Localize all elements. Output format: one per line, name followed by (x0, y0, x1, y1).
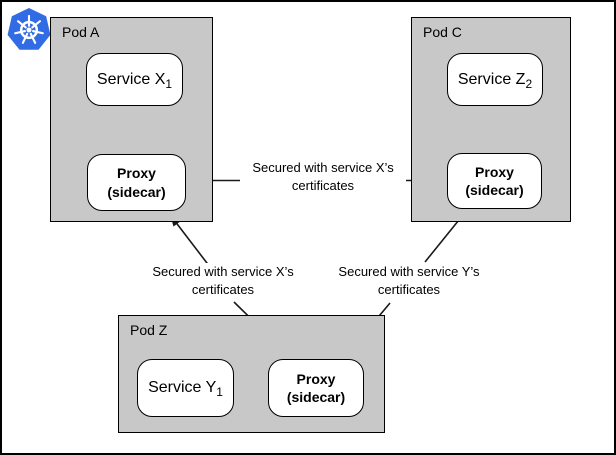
service-z-node: Service Z2 (447, 53, 543, 106)
edge-label-c-to-z: Secured with service Y’s certificates (326, 263, 492, 299)
pod-z-label: Pod Z (130, 322, 168, 338)
proxy-c-label: Proxy (sidecar) (465, 163, 524, 198)
service-x-node: Service X1 (86, 53, 183, 106)
proxy-a-node: Proxy (sidecar) (87, 154, 186, 211)
pod-c: Pod C Service Z2 Proxy (sidecar) (411, 17, 571, 222)
proxy-z-node: Proxy (sidecar) (268, 359, 364, 417)
edge-label-z-to-a: Secured with service X’s certificates (140, 263, 306, 299)
pod-z: Pod Z Service Y1 Proxy (sidecar) (118, 315, 385, 433)
service-y-label: Service Y1 (148, 379, 223, 399)
service-z-label: Service Z2 (457, 70, 533, 91)
pod-a: Pod A Service X1 Proxy (sidecar) (50, 17, 213, 222)
service-x-label: Service X1 (96, 70, 173, 91)
edge-label-c-to-a: Secured with service X’s certificates (240, 159, 406, 195)
pod-c-label: Pod C (423, 24, 462, 40)
kubernetes-icon (6, 7, 52, 53)
proxy-a-label: Proxy (sidecar) (107, 165, 166, 200)
proxy-z-label: Proxy (sidecar) (286, 370, 346, 405)
service-y-node: Service Y1 (137, 359, 234, 417)
proxy-c-node: Proxy (sidecar) (447, 153, 542, 209)
arrow-podz-to-poda-upper-segment (170, 215, 211, 268)
pod-a-label: Pod A (62, 24, 100, 40)
